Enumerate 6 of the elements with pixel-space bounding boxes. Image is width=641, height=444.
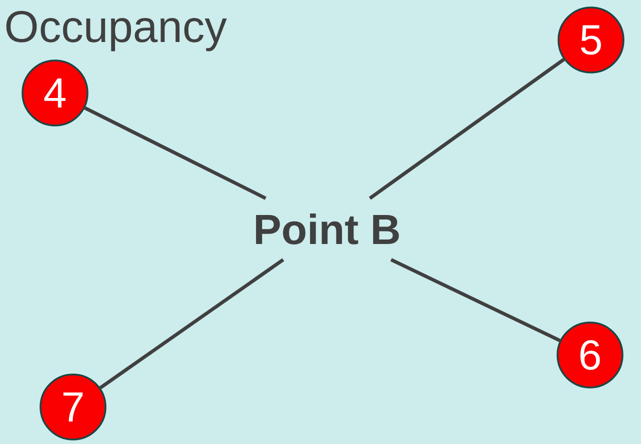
connector-line (390, 258, 561, 342)
connector-line (368, 58, 565, 200)
connector-line (84, 106, 266, 200)
point-label: Point B (256, 214, 399, 244)
connector-line (99, 258, 284, 390)
heading-text: Occupancy (6, 10, 227, 52)
